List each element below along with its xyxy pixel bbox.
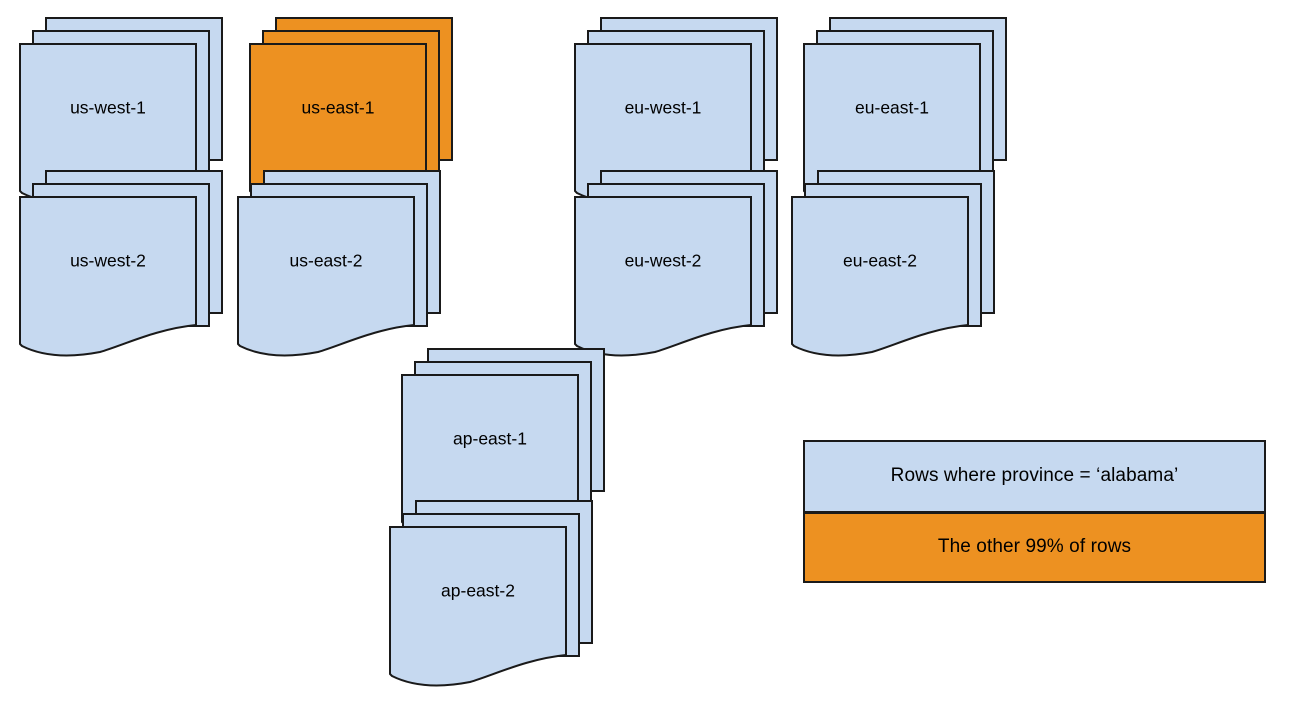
region-stack-eu-west-1[interactable]: eu-west-1 (569, 12, 783, 216)
stack-front-sheet (574, 196, 752, 357)
region-stack-graphic: eu-west-1 (574, 17, 778, 204)
region-stack-graphic: us-west-2 (19, 170, 223, 357)
region-stack-label: eu-west-2 (625, 251, 702, 271)
legend-row-label: The other 99% of rows (937, 536, 1132, 558)
region-stack-ap-east-1[interactable]: ap-east-1 (396, 343, 610, 547)
region-stack-label: ap-east-1 (453, 429, 527, 449)
region-stack-eu-west-2[interactable]: eu-west-2 (569, 165, 783, 369)
region-stack-label: ap-east-2 (441, 581, 515, 601)
region-stack-graphic: us-west-1 (19, 17, 223, 204)
region-stack-label: us-east-2 (290, 251, 363, 271)
legend-row-other[interactable]: The other 99% of rows (803, 511, 1266, 583)
region-stack-us-east-2[interactable]: us-east-2 (232, 165, 446, 369)
region-stack-graphic: eu-east-1 (803, 17, 1007, 204)
stack-front-sheet (19, 196, 197, 357)
legend: Rows where province = ‘alabama’ The other… (803, 440, 1266, 583)
stack-front-sheet (237, 196, 415, 357)
region-stack-graphic: ap-east-1 (401, 348, 605, 535)
region-stack-us-west-2[interactable]: us-west-2 (14, 165, 228, 369)
region-stack-label: us-west-1 (70, 98, 146, 118)
legend-row-label: Rows where province = ‘alabama’ (890, 465, 1179, 487)
region-stack-eu-east-1[interactable]: eu-east-1 (798, 12, 1012, 216)
region-stack-us-west-1[interactable]: us-west-1 (14, 12, 228, 216)
stack-front-sheet (389, 526, 567, 687)
stack-front-sheet (791, 196, 969, 357)
region-stack-ap-east-2[interactable]: ap-east-2 (384, 495, 598, 699)
region-stack-graphic: us-east-2 (237, 170, 441, 357)
region-stack-label: us-east-1 (302, 98, 375, 118)
region-stack-label: eu-east-2 (843, 251, 917, 271)
region-stack-graphic: eu-west-2 (574, 170, 778, 357)
region-stack-eu-east-2[interactable]: eu-east-2 (786, 165, 1000, 369)
diagram-canvas: us-west-1 us-east-1 eu-west-1 eu-east-1 us-w… (14, 12, 1266, 687)
region-stack-label: us-west-2 (70, 251, 146, 271)
region-stack-label: eu-east-1 (855, 98, 929, 118)
region-stack-us-east-1[interactable]: us-east-1 (244, 12, 458, 216)
region-stack-label: eu-west-1 (625, 98, 702, 118)
region-stack-graphic: eu-east-2 (791, 170, 995, 357)
legend-row-matching[interactable]: Rows where province = ‘alabama’ (803, 440, 1266, 513)
region-stack-graphic: us-east-1 (249, 17, 453, 204)
region-stack-graphic: ap-east-2 (389, 500, 593, 687)
